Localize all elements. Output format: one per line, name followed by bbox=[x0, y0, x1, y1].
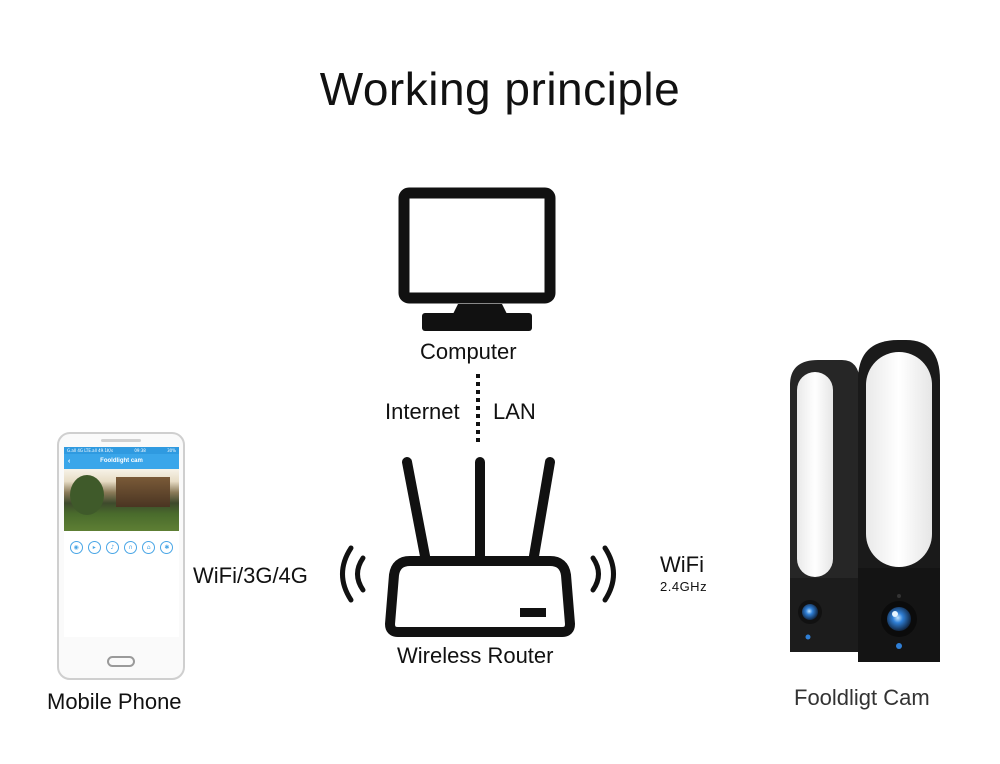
phone-video-feed[interactable] bbox=[64, 469, 179, 531]
diagram-title: Working principle bbox=[319, 63, 681, 115]
headset-icon[interactable]: ∩ bbox=[124, 541, 138, 554]
settings-icon[interactable]: ✱ bbox=[160, 541, 174, 554]
phone-label: Mobile Phone bbox=[47, 689, 182, 714]
lan-label: LAN bbox=[493, 399, 536, 424]
wifi-band-label: 2.4GHz bbox=[660, 579, 708, 594]
wifi-label: WiFi bbox=[660, 552, 704, 577]
phone-app-title: Fooldlight cam bbox=[100, 458, 143, 464]
phone-app-header: ‹ Fooldlight cam bbox=[64, 454, 179, 469]
phone-status-bar: G.all 4G LTE.all 49.1K/s 09:38 30% bbox=[64, 447, 179, 454]
camera-label: Fooldligt Cam bbox=[794, 685, 930, 710]
alarm-icon[interactable]: ⌂ bbox=[142, 541, 156, 554]
computer-label: Computer bbox=[420, 339, 517, 364]
phone-control-icons: ◉ ▸ ♪ ∩ ⌂ ✱ bbox=[64, 531, 179, 554]
phone-link-label: WiFi/3G/4G bbox=[193, 563, 308, 588]
camera-icon[interactable]: ◉ bbox=[69, 541, 83, 554]
phone-screen: G.all 4G LTE.all 49.1K/s 09:38 30% ‹ Foo… bbox=[64, 447, 179, 637]
phone-status-battery: 30% bbox=[167, 448, 176, 453]
video-pergola bbox=[116, 477, 170, 507]
video-icon[interactable]: ▸ bbox=[87, 541, 101, 554]
phone-status-time: 09:38 bbox=[134, 448, 146, 453]
mic-icon[interactable]: ♪ bbox=[105, 541, 119, 554]
router-label: Wireless Router bbox=[397, 643, 554, 668]
video-tree bbox=[70, 475, 104, 515]
internet-label: Internet bbox=[385, 399, 460, 424]
phone-status-left: G.all 4G LTE.all 49.1K/s bbox=[67, 448, 114, 453]
back-icon[interactable]: ‹ bbox=[68, 458, 71, 465]
